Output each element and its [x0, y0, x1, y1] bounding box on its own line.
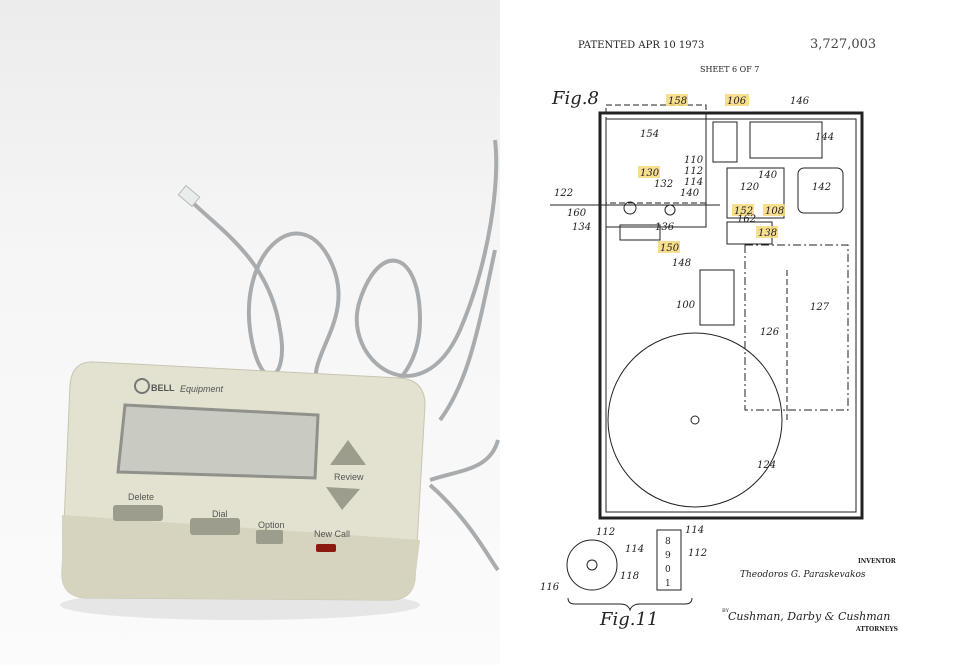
new-call-led [316, 544, 336, 552]
n120-text: 120 [740, 182, 760, 193]
n152-text: 152 [734, 206, 753, 217]
caller-id-device-photo: BELL Equipment Review Delete Dial Option… [0, 0, 500, 665]
n158-text: 158 [668, 96, 687, 107]
patent-date: PATENTED APR 10 1973 [578, 40, 704, 51]
n116-text: 116 [540, 582, 560, 593]
option-text: Option [258, 520, 285, 530]
review-text: Review [334, 472, 364, 482]
n140-text: 140 [758, 170, 778, 181]
n140-text: 140 [680, 188, 700, 199]
dial-button[interactable] [190, 518, 240, 535]
n130-text: 130 [640, 168, 660, 179]
n160-text: 160 [567, 208, 587, 219]
lcd-screen [116, 403, 320, 480]
n112-text: 112 [596, 527, 615, 538]
1-text: 9 [665, 551, 671, 561]
n118-text: 118 [620, 571, 639, 582]
n126-text: 126 [760, 327, 780, 338]
n144-text: 144 [815, 132, 834, 143]
review-up-button[interactable] [330, 440, 366, 465]
sheet-number: SHEET 6 OF 7 [700, 65, 759, 74]
fig8-label: Fig.8 [551, 88, 599, 109]
n154-text: 154 [640, 129, 659, 140]
rj11-plug [177, 184, 201, 208]
fig11-label: Fig.11 [599, 609, 658, 630]
attorneys-prefix-text: BY [722, 608, 730, 614]
n106-text: 106 [727, 96, 747, 107]
n146-text: 146 [790, 96, 810, 107]
n114-text: 114 [625, 544, 644, 555]
delete-text: Delete [128, 492, 154, 502]
option-button[interactable] [256, 530, 283, 544]
delete-button[interactable] [113, 505, 163, 521]
brand-logo-text: BELL [151, 383, 175, 393]
n134-text: 134 [572, 222, 591, 233]
brand-sub-text: Equipment [180, 384, 224, 394]
n122-text: 122 [554, 188, 573, 199]
device-illustration: BELL Equipment Review Delete Dial Option… [60, 139, 500, 620]
n127-text: 127 [810, 302, 830, 313]
2-text: 0 [665, 565, 671, 575]
patent-number: 3,727,003 [810, 37, 876, 52]
dial-text: Dial [212, 509, 228, 519]
n112-text: 112 [688, 548, 707, 559]
n150-text: 150 [660, 243, 680, 254]
attorneys-signature: Cushman, Darby & Cushman [728, 610, 890, 623]
patent-figure: PATENTED APR 10 1973 3,727,003 SHEET 6 O… [540, 37, 898, 633]
n162-text: 162 [737, 214, 756, 225]
n110-text: 110 [684, 155, 704, 166]
housing-outline [598, 111, 864, 520]
new-call-text: New Call [314, 529, 350, 539]
n108-text: 108 [765, 206, 784, 217]
inventor-name: Theodoros G. Paraskevakos [740, 570, 866, 580]
attorneys-heading: ATTORNEYS [855, 626, 898, 633]
3-text: 1 [665, 579, 671, 589]
n114-text: 114 [685, 525, 704, 536]
patent-drawing-sheet: PATENTED APR 10 1973 3,727,003 SHEET 6 O… [500, 0, 980, 665]
n148-text: 148 [672, 258, 691, 269]
n138-text: 138 [758, 228, 777, 239]
number-wheel [566, 539, 618, 591]
reel [607, 332, 783, 508]
n100-text: 100 [676, 300, 696, 311]
inventor-heading: INVENTOR [858, 558, 897, 565]
n136-text: 136 [655, 222, 675, 233]
bell-logo-icon [134, 378, 150, 394]
n114-text: 114 [684, 177, 703, 188]
0-text: 8 [665, 537, 671, 547]
n124-text: 124 [757, 460, 776, 471]
n132-text: 132 [654, 179, 673, 190]
n112-text: 112 [684, 166, 703, 177]
review-down-button[interactable] [326, 487, 360, 510]
n142-text: 142 [812, 182, 831, 193]
